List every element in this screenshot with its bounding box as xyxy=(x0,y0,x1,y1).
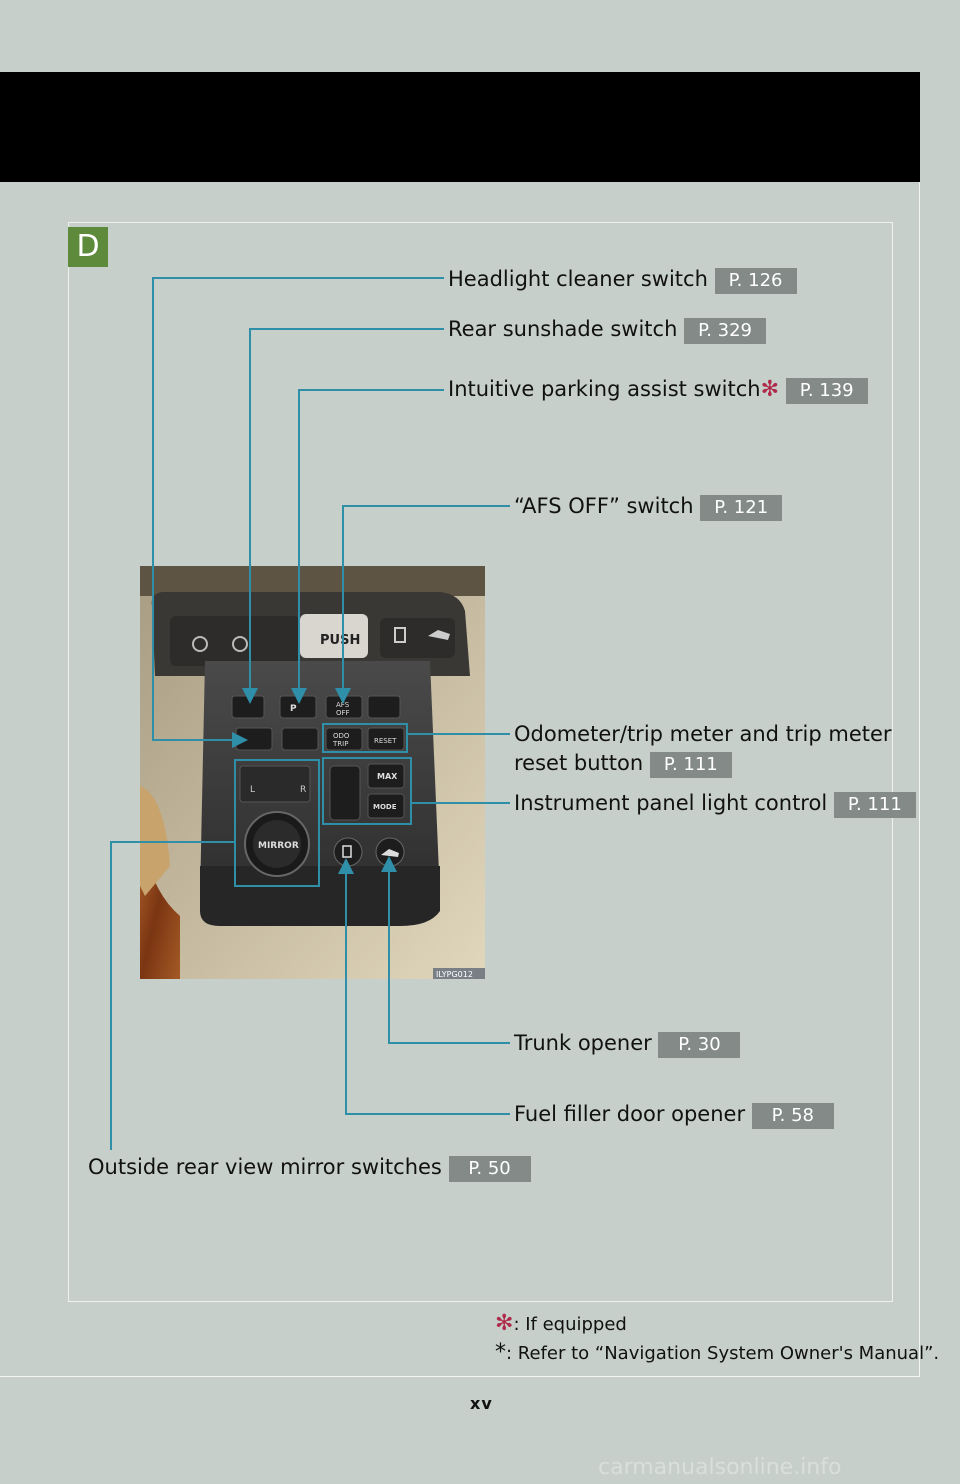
svg-text:OFF: OFF xyxy=(336,709,350,717)
watermark: carmanualsonline.info xyxy=(598,1455,842,1480)
section-badge: D xyxy=(68,227,108,267)
callout-afs-off: “AFS OFF” switch P. 121 xyxy=(514,493,783,521)
footnote-text: : Refer to “Navigation System Owner's Ma… xyxy=(506,1343,940,1364)
page-ref-badge[interactable]: P. 30 xyxy=(658,1032,741,1058)
callout-label: Instrument panel light control xyxy=(514,791,828,815)
mirror-label: MIRROR xyxy=(258,841,299,851)
header-bar xyxy=(0,72,920,182)
left-label: L xyxy=(250,785,255,795)
footnote-navigation: *: Refer to “Navigation System Owner's M… xyxy=(495,1340,939,1365)
reset-label: RESET xyxy=(374,737,397,745)
page-frame xyxy=(0,72,920,1377)
equipped-marker-icon: ✻ xyxy=(495,1311,514,1336)
content-panel xyxy=(68,222,893,1302)
page-ref-badge[interactable]: P. 126 xyxy=(714,268,797,294)
page-ref-badge[interactable]: P. 58 xyxy=(751,1103,834,1129)
page-number: xv xyxy=(470,1394,493,1413)
callout-fuel: Fuel filler door opener P. 58 xyxy=(514,1101,834,1129)
callout-rear-sunshade: Rear sunshade switch P. 329 xyxy=(448,316,767,344)
callout-label: Outside rear view mirror switches xyxy=(88,1155,442,1179)
callout-label: Odometer/trip meter and trip meter xyxy=(514,722,892,746)
footnote-text: : If equipped xyxy=(513,1314,627,1335)
mode-label: MODE xyxy=(373,803,397,811)
callout-label: Rear sunshade switch xyxy=(448,317,678,341)
svg-text:P: P xyxy=(290,704,297,714)
callout-label: Headlight cleaner switch xyxy=(448,267,708,291)
callout-mirror: Outside rear view mirror switches P. 50 xyxy=(88,1154,531,1182)
svg-text:ODO: ODO xyxy=(333,732,350,740)
page-ref-badge[interactable]: P. 111 xyxy=(833,792,916,818)
svg-text:TRIP: TRIP xyxy=(332,740,348,748)
callout-trunk: Trunk opener P. 30 xyxy=(514,1030,741,1058)
right-label: R xyxy=(300,785,306,795)
callout-panel-light: Instrument panel light control P. 111 xyxy=(514,790,916,818)
svg-text:AFS: AFS xyxy=(336,701,350,709)
callout-label: Fuel filler door opener xyxy=(514,1102,746,1126)
page-ref-badge[interactable]: P. 50 xyxy=(448,1156,531,1182)
image-code: ILYPG012 xyxy=(436,970,473,979)
callout-headlight-cleaner: Headlight cleaner switch P. 126 xyxy=(448,266,797,294)
callout-label: Trunk opener xyxy=(514,1031,652,1055)
callout-parking-assist: Intuitive parking assist switch✻ P. 139 xyxy=(448,376,868,404)
page-ref-badge[interactable]: P. 111 xyxy=(649,752,732,778)
page-ref-badge[interactable]: P. 139 xyxy=(785,378,868,404)
callout-label: “AFS OFF” switch xyxy=(514,494,694,518)
callout-odometer: Odometer/trip meter and trip meter reset… xyxy=(514,721,892,778)
page-ref-badge[interactable]: P. 329 xyxy=(684,318,767,344)
equipped-marker-icon: ✻ xyxy=(760,377,780,402)
footnote-equipped: ✻: If equipped xyxy=(495,1311,627,1336)
asterisk-icon: * xyxy=(495,1340,506,1365)
max-label: MAX xyxy=(377,772,398,781)
callout-label: Intuitive parking assist switch xyxy=(448,377,761,401)
push-label: PUSH xyxy=(320,633,360,648)
callout-label-line2: reset button xyxy=(514,751,644,775)
page-ref-badge[interactable]: P. 121 xyxy=(700,495,783,521)
